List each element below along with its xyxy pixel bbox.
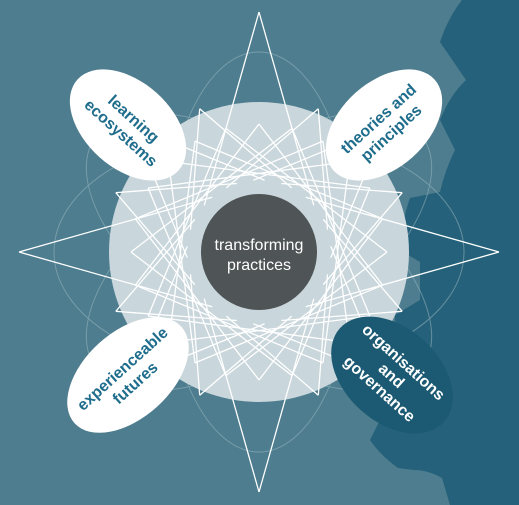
star-interlace-line <box>168 160 370 189</box>
star-interlace-line <box>322 141 351 343</box>
star-spike-line <box>258 298 315 493</box>
star-interlace-line <box>134 123 260 286</box>
petal-theories-and-principles: theories and principles <box>325 69 443 181</box>
petal-learning-ecosystems-shape <box>69 69 187 181</box>
petal-learning-ecosystems: learning ecosystems <box>69 69 187 181</box>
star-interlace-line <box>194 284 383 364</box>
star-spike-line <box>305 196 500 253</box>
star-interlace-line <box>291 128 371 317</box>
star-spike-line <box>18 196 213 253</box>
star-interlace-line <box>147 128 227 317</box>
petal-organisations-and-governance-shape <box>331 316 453 434</box>
star-interlace-line <box>291 187 371 376</box>
star-spike-line <box>18 251 213 308</box>
star-interlace-line <box>167 161 196 363</box>
star-interlace-line <box>135 284 324 364</box>
petal-experienceable-futures-shape <box>67 317 189 433</box>
star-interlace-line <box>194 140 383 220</box>
star-interlace-line <box>258 218 384 381</box>
star-interlace-line <box>225 127 388 253</box>
petal-theories-and-principles-shape <box>325 69 443 181</box>
star-spike-line <box>258 11 315 206</box>
star-spike-line <box>203 11 260 206</box>
star-interlace-line <box>148 160 350 189</box>
petal-organisations-and-governance: organisations and governance <box>331 316 453 434</box>
star-spike-line <box>203 298 260 493</box>
star-interlace-line <box>322 161 351 363</box>
star-interlace-line <box>147 187 227 376</box>
star-interlace-line <box>167 141 196 343</box>
center-label-line1: transforming <box>215 237 304 254</box>
star-interlace-line <box>225 251 388 377</box>
center-label-line2: practices <box>227 257 291 274</box>
star-interlace-line <box>130 251 293 377</box>
star-interlace-line <box>258 123 384 286</box>
star-spike-line <box>305 251 500 308</box>
star-interlace-line <box>148 315 350 344</box>
star-interlace-line <box>134 218 260 381</box>
star-interlace-line <box>168 315 370 344</box>
star-interlace-line <box>135 140 324 220</box>
center-circle <box>201 194 317 310</box>
star-interlace-line <box>130 127 293 253</box>
